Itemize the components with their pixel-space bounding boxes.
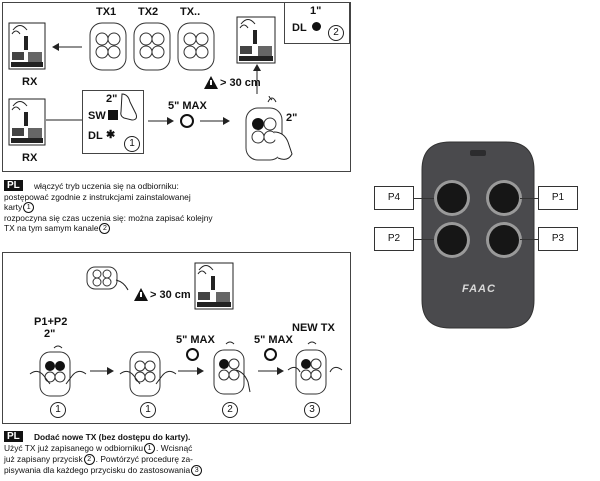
text1-line4: rozpoczyna się czas uczenia się: można z… xyxy=(4,213,213,223)
step-number-1: 1 xyxy=(124,136,140,152)
text2-title: Dodać nowe TX (bez dostępu do karty). xyxy=(34,432,191,442)
rx-label-bottom: RX xyxy=(22,152,38,164)
pressing-finger-icon xyxy=(120,93,137,121)
text1-line1: włączyć tryb uczenia się na odbiorniku: xyxy=(34,181,179,191)
text1-line3-text: karty xyxy=(4,202,23,212)
text2-line3-a: pisywania dla każdego przycisku do zasto… xyxy=(4,465,191,475)
warning-icon xyxy=(204,76,218,89)
dl-time: 1" xyxy=(310,5,322,17)
button-p3 xyxy=(486,222,522,258)
text2-line1-b: . Wcisnąć xyxy=(156,443,193,453)
large-remote-control xyxy=(421,141,535,329)
press-time: 2" xyxy=(286,112,298,124)
leader-line xyxy=(520,198,538,199)
circle-number: 2 xyxy=(99,223,111,235)
receiver-board-top xyxy=(8,22,46,70)
label-p4: P4 xyxy=(374,186,414,210)
receiver-board-bottom xyxy=(8,98,46,146)
step-number: 1 xyxy=(140,402,156,418)
timer-clock-icon xyxy=(264,348,277,361)
pl-badge: PL xyxy=(4,180,23,191)
faac-brand-logo: FAAC xyxy=(462,283,496,295)
new-tx-label: NEW TX xyxy=(292,322,335,334)
rx-label-top: RX xyxy=(22,76,38,88)
arrow-right-icon xyxy=(200,117,230,125)
receiver-board-icon xyxy=(236,16,276,64)
tx1-label: TX1 xyxy=(96,6,117,18)
text2-line2-b: . Powtórzyć procedurę za- xyxy=(95,454,193,464)
timer-clock-icon xyxy=(186,348,199,361)
arrow-right-icon xyxy=(178,367,204,375)
arrow-right-icon xyxy=(148,117,174,125)
button-p2 xyxy=(434,222,470,258)
dl-led-dot xyxy=(312,22,321,31)
arrow-up-icon xyxy=(253,64,261,94)
step-number: 2 xyxy=(222,402,238,418)
distance-label-bottom: > 30 cm xyxy=(150,289,191,301)
remote-step-2-icon xyxy=(119,351,177,397)
remote-icon xyxy=(177,22,215,71)
max-label-2: 5" MAX xyxy=(254,334,293,346)
text1-line5-text: TX na tym samym kanale xyxy=(4,223,99,233)
tx2-label: TX2 xyxy=(138,6,159,18)
warning-icon xyxy=(134,288,148,301)
arrow-left-icon xyxy=(52,43,82,51)
small-remotes-group xyxy=(89,22,215,71)
dl-symbol: ✱ xyxy=(106,129,116,141)
circle-number: 1 xyxy=(144,443,156,455)
remote-step-4-icon xyxy=(287,341,343,395)
remote-step-3-icon xyxy=(213,341,251,395)
p-time: 2" xyxy=(44,328,56,340)
tx3-label: TX.. xyxy=(180,6,201,18)
remote-icon xyxy=(133,22,171,71)
button-p1 xyxy=(486,180,522,216)
receiver-board-right xyxy=(236,16,276,64)
circle-number: 1 xyxy=(23,202,35,214)
p1-p2-label: P1+P2 xyxy=(34,316,68,328)
circle-number: 2 xyxy=(83,454,95,466)
text2-line1-a: Użyć TX już zapisanego w odbiorniku xyxy=(4,443,144,453)
max-time-label: 5" MAX xyxy=(168,100,207,112)
leader-line xyxy=(414,198,434,199)
label-p1: P1 xyxy=(538,186,578,210)
step-number: 3 xyxy=(304,402,320,418)
distance-label-top: > 30 cm xyxy=(220,77,261,89)
remote-pressing-icon xyxy=(245,96,293,161)
max-label-1: 5" MAX xyxy=(176,334,215,346)
step-number-2: 2 xyxy=(328,25,344,41)
arrow-right-icon xyxy=(90,367,114,375)
label-p2: P2 xyxy=(374,227,414,251)
receiver-board-bottom-panel xyxy=(194,262,234,310)
timer-clock-icon xyxy=(180,114,194,128)
sw-time: 2" xyxy=(106,93,118,105)
remote-icon xyxy=(89,22,127,71)
button-p4 xyxy=(434,180,470,216)
small-remote-icon xyxy=(86,266,129,291)
sw-label: SW xyxy=(88,110,106,122)
dl-right-label: DL xyxy=(292,22,307,34)
leader-line xyxy=(520,239,538,240)
text2-line3: pisywania dla każdego przycisku do zasto… xyxy=(4,465,203,477)
step-number: 1 xyxy=(50,402,66,418)
leader-line xyxy=(414,239,434,240)
label-p3: P3 xyxy=(538,227,578,251)
arrow-right-icon xyxy=(258,367,284,375)
remote-step-1-icon xyxy=(29,345,87,397)
receiver-board-icon xyxy=(8,98,46,146)
receiver-board-icon xyxy=(194,262,234,310)
circle-number: 3 xyxy=(191,465,203,477)
dl-label: DL xyxy=(88,130,103,142)
sw-button-icon xyxy=(108,110,118,120)
connector-line xyxy=(46,119,82,121)
pl-badge: PL xyxy=(4,431,23,442)
text2-line2-a: już zapisany przycisk xyxy=(4,454,83,464)
receiver-board-icon xyxy=(8,22,46,70)
text1-line2: postępować zgodnie z instrukcjami zainst… xyxy=(4,192,191,202)
